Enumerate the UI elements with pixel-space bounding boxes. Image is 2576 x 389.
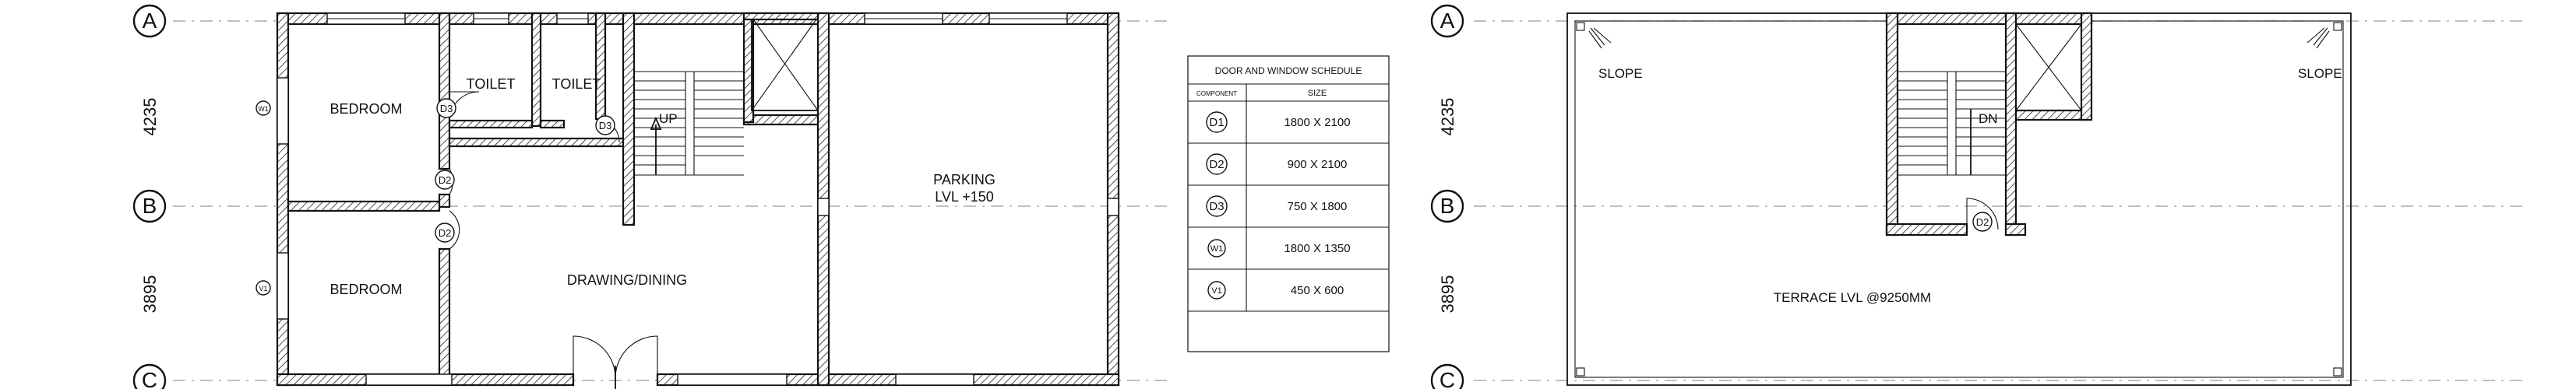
grid-bubble-c-left: C [132, 363, 167, 389]
grid-bubble-a-right: A [1430, 4, 1464, 38]
dimension-b-c-left: 3895 [140, 275, 160, 314]
svg-text:1800 X 2100: 1800 X 2100 [1284, 116, 1350, 129]
schedule-row-v1: V1 450 X 600 [1207, 281, 1344, 300]
window-top-3 [556, 12, 589, 25]
window-top-5 [988, 12, 1068, 25]
svg-text:D3: D3 [599, 120, 612, 131]
dimension-b-c-right: 3895 [1438, 275, 1457, 314]
slope-label-right: SLOPE [2298, 66, 2342, 81]
svg-text:D1: D1 [1209, 116, 1224, 129]
room-label-parking-level: LVL +150 [935, 189, 994, 205]
grid-bubble-a-left: A [132, 4, 167, 38]
window-bottom-1 [365, 373, 453, 386]
dimension-a-b-left: 4235 [140, 98, 160, 136]
window-left-2 [277, 252, 289, 320]
svg-text:V1: V1 [1211, 286, 1221, 296]
schedule-col-component: COMPONENT [1196, 90, 1237, 97]
terrace-level-label: TERRACE LVL @9250MM [1774, 290, 1931, 305]
grid-bubble-b-right: B [1430, 189, 1464, 223]
svg-text:D3: D3 [440, 103, 453, 114]
schedule-row-d3: D3 750 X 1800 [1206, 195, 1348, 217]
tag-d2-bedroom-top: D2 [435, 170, 455, 190]
room-label-bedroom-bottom: BEDROOM [329, 282, 402, 297]
terrace-door-swing [1966, 198, 1999, 230]
svg-text:D2: D2 [439, 174, 452, 186]
schedule-row-d1: D1 1800 X 2100 [1206, 111, 1351, 133]
svg-text:450 X 600: 450 X 600 [1291, 284, 1344, 297]
svg-text:C: C [1440, 368, 1455, 389]
stair-up-label: UP [659, 111, 678, 126]
schedule-row-d2: D2 900 X 2100 [1206, 153, 1348, 175]
slope-arrow-right [2306, 27, 2330, 49]
grid-bubble-c-right: C [1430, 363, 1464, 389]
main-door-d1 [573, 335, 658, 389]
window-bottom-3 [895, 373, 974, 386]
tag-d3-toilet: D3 [595, 115, 615, 135]
stair-down-label: DN [1979, 111, 1998, 126]
window-top-2 [473, 12, 509, 25]
room-label-drawing-dining: DRAWING/DINING [567, 272, 687, 288]
svg-text:D2: D2 [1976, 216, 1989, 228]
svg-text:B: B [143, 194, 157, 218]
schedule-col-size: SIZE [1308, 89, 1327, 98]
window-bottom-2 [677, 373, 788, 386]
window-top-1 [326, 12, 406, 25]
door-swing-bedroom-bottom [449, 210, 460, 250]
terrace-plan: SLOPE SLOPE [1566, 12, 2352, 386]
slope-label-left: SLOPE [1598, 66, 1643, 81]
window-left-1 [277, 77, 289, 145]
tag-v1: V1 [255, 280, 271, 296]
room-label-toilet-2: TOILET [552, 76, 601, 92]
svg-text:900 X 2100: 900 X 2100 [1288, 158, 1348, 171]
tag-d3-bedroom: D3 [436, 98, 456, 118]
svg-text:A: A [1440, 9, 1455, 33]
svg-text:A: A [143, 9, 157, 33]
tag-w1: W1 [255, 100, 271, 116]
svg-text:750 X 1800: 750 X 1800 [1288, 200, 1348, 213]
svg-text:D2: D2 [1209, 158, 1224, 171]
svg-text:D3: D3 [1209, 200, 1224, 213]
grid-bubble-b-left: B [132, 189, 167, 223]
svg-text:D2: D2 [439, 227, 452, 239]
room-label-toilet-1: TOILET [467, 76, 516, 92]
svg-text:W1: W1 [1210, 244, 1224, 254]
schedule-title: DOOR AND WINDOW SCHEDULE [1215, 65, 1362, 76]
tag-d2-terrace: D2 [1972, 212, 1993, 232]
tag-d2-bedroom-bottom: D2 [435, 223, 455, 243]
svg-text:1800 X 1350: 1800 X 1350 [1284, 242, 1350, 255]
svg-text:C: C [142, 368, 157, 389]
room-label-parking: PARKING [933, 172, 996, 187]
window-top-4 [864, 12, 943, 25]
door-window-schedule: DOOR AND WINDOW SCHEDULE COMPONENT SIZE … [1187, 55, 1390, 352]
svg-text:V1: V1 [259, 285, 267, 293]
vent-mid [817, 198, 830, 216]
ground-floor-plan: UP [255, 12, 1120, 389]
slope-arrow-left [1588, 27, 1612, 49]
svg-text:W1: W1 [258, 105, 269, 113]
vent-right [1107, 198, 1119, 216]
svg-text:B: B [1440, 194, 1455, 218]
room-label-bedroom-top: BEDROOM [329, 101, 402, 117]
dimension-a-b-right: 4235 [1438, 98, 1457, 136]
schedule-row-w1: W1 1800 X 1350 [1207, 239, 1351, 258]
